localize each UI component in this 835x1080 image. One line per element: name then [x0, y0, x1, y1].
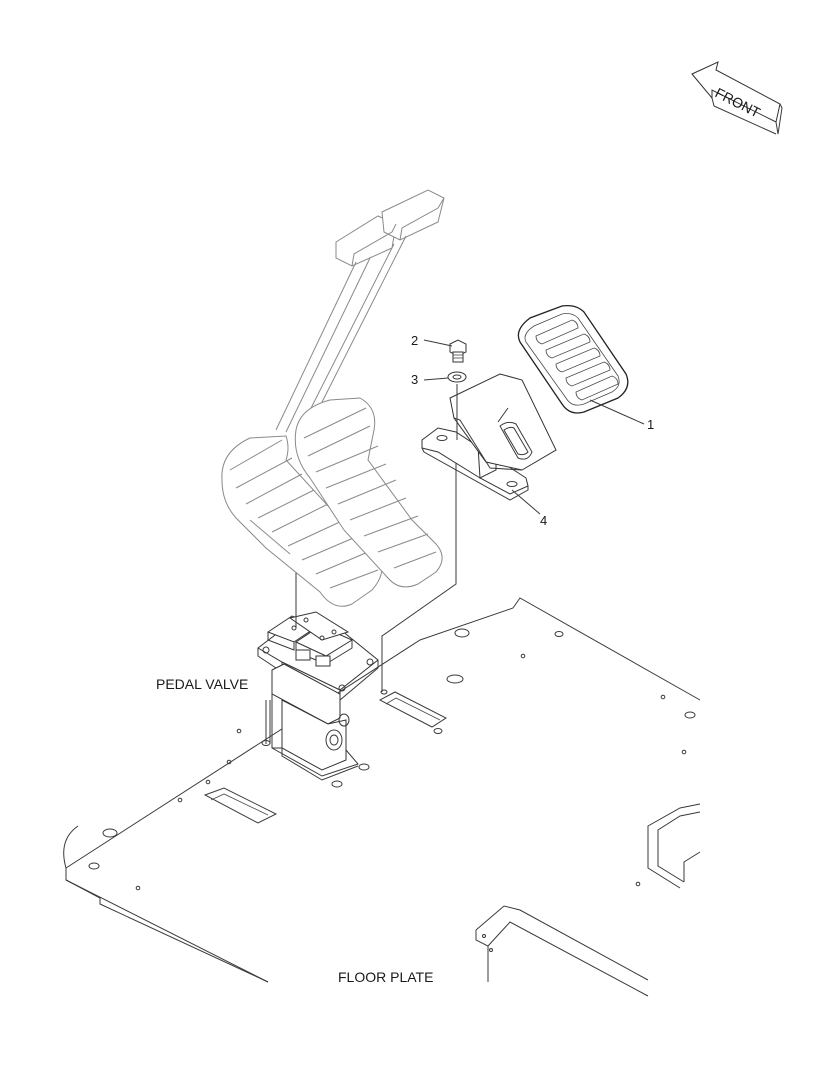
pedal-valve-label: PEDAL VALVE	[156, 676, 248, 692]
callout-3: 3	[411, 372, 418, 387]
travel-lever-pedal	[221, 189, 445, 607]
callout-2: 2	[411, 333, 418, 348]
callout-1: 1	[647, 417, 654, 432]
front-arrow: FRONT	[691, 61, 783, 135]
part-1-pedal-pad	[517, 304, 629, 414]
floor-plate-label: FLOOR PLATE	[338, 969, 433, 985]
callout-4: 4	[540, 513, 547, 528]
callout-leaders	[423, 339, 645, 515]
part-3-washer	[447, 371, 467, 383]
part-2-bolt	[449, 339, 467, 363]
pedal-valve	[257, 611, 379, 781]
